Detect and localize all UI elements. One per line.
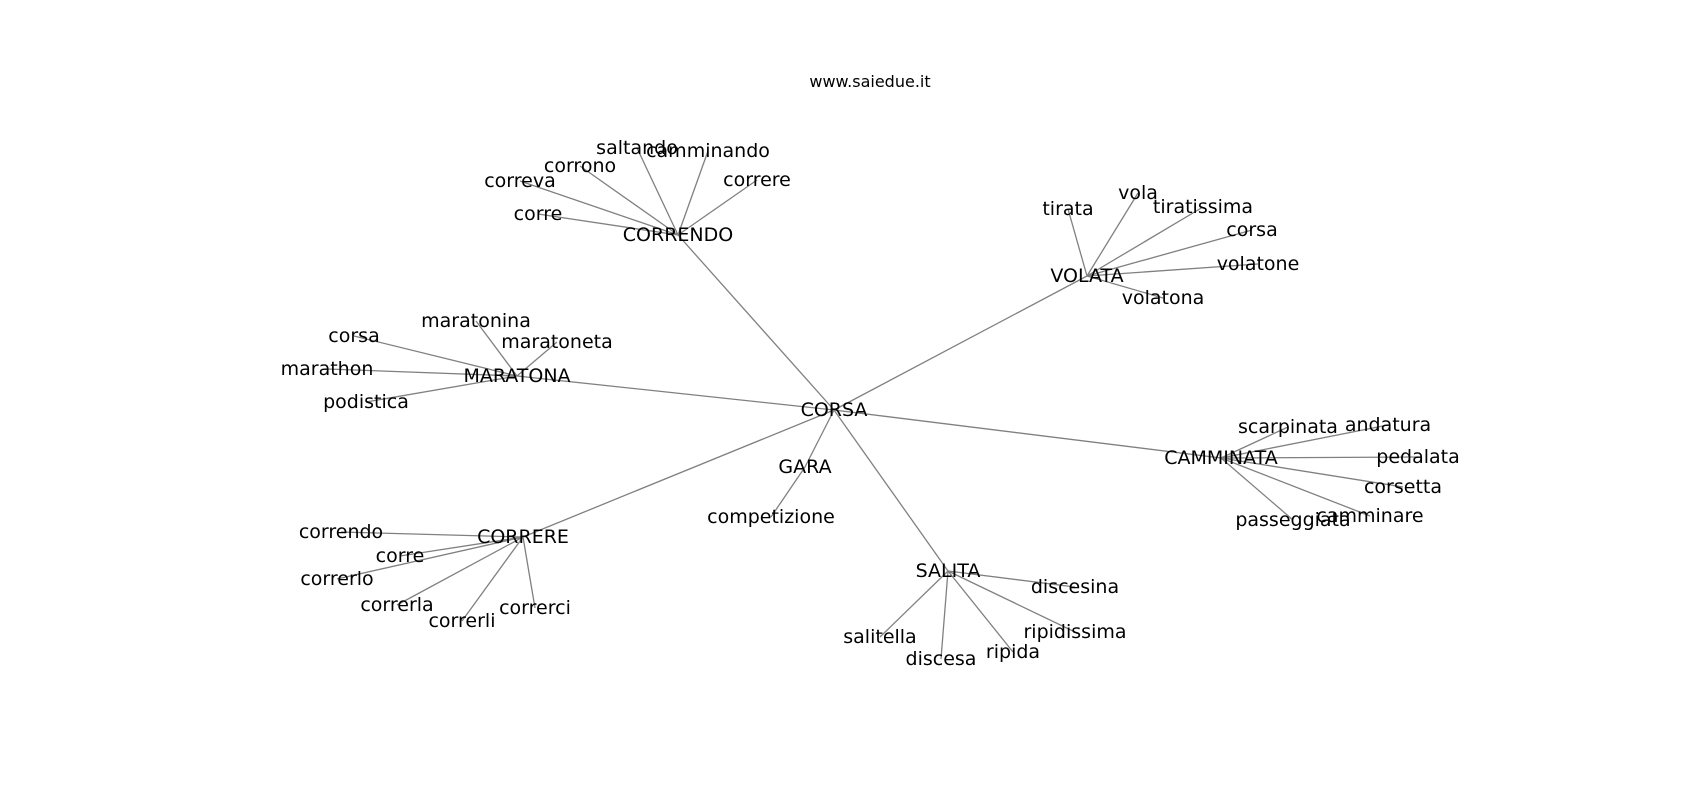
node-hub-salita: SALITA (916, 560, 981, 582)
node-leaf-correrli: correrli (428, 610, 495, 632)
node-leaf-andatura: andatura (1345, 414, 1431, 436)
node-hub-correre: CORRERE (477, 526, 569, 548)
node-leaf-correva: correva (484, 170, 556, 192)
edge-correre-correrci (522, 536, 536, 609)
labels-layer: CORSA CORRENDO corre correvacorronosaltando… (281, 137, 1460, 670)
edge-volata-volatone (1086, 263, 1259, 277)
node-leaf-camminare: camminare (1316, 505, 1423, 527)
edge-salita-discesa (940, 570, 949, 660)
node-leaf-scarpinata: scarpinata (1238, 416, 1338, 438)
edge-correndo-correre (677, 179, 758, 236)
node-leaf-correre: correre (723, 169, 791, 191)
edge-corsa-camminata (833, 409, 1222, 459)
edge-camminata-pedalata (1220, 456, 1419, 459)
node-hub-volata: VOLATA (1050, 265, 1123, 287)
edge-maratona-marathon (326, 368, 518, 377)
node-hub-camminata: CAMMINATA (1164, 447, 1278, 469)
node-leaf-corrono: corrono (544, 155, 616, 177)
edge-volata-tirata (1067, 208, 1088, 277)
node-leaf-volatone: volatone (1217, 253, 1300, 275)
edge-maratona-maratonina (475, 320, 518, 377)
node-leaf-competizione: competizione (707, 506, 835, 528)
edge-camminata-camminare (1220, 457, 1371, 517)
edge-camminata-scarpinata (1220, 426, 1289, 459)
edge-camminata-passeggiata (1220, 457, 1294, 521)
node-leaf-corsetta: corsetta (1364, 476, 1442, 498)
source-label: www.saiedue.it (809, 72, 931, 91)
node-leaf-maratonina: maratonina (421, 310, 531, 332)
node-leaf-discesa: discesa (906, 648, 977, 670)
node-hub-correndo: CORRENDO (623, 224, 733, 246)
edge-salita-salitella (879, 570, 949, 638)
node-leaf-salitella: salitella (843, 626, 916, 648)
edge-maratona-maratoneta (516, 341, 558, 377)
node-leaf-corre: corre (376, 545, 425, 567)
edge-correndo-correva (519, 180, 679, 236)
edge-correndo-corre (537, 213, 679, 236)
edge-salita-discesina (947, 570, 1076, 588)
node-leaf-corre: corre (514, 203, 563, 225)
edge-corsa-gara (804, 409, 835, 468)
edge-corsa-maratona (516, 375, 835, 411)
edge-corsa-correre (522, 409, 835, 538)
edge-maratona-corsa (353, 335, 518, 377)
node-leaf-discesina: discesina (1031, 576, 1119, 598)
node-leaf-correrci: correrci (499, 597, 571, 619)
edge-corsa-salita (833, 409, 949, 572)
node-leaf-camminando: camminando (646, 140, 770, 162)
edge-salita-ripida (947, 570, 1014, 653)
edge-correre-correndo (340, 531, 524, 538)
node-hub-gara: GARA (778, 456, 831, 478)
edge-correre-correrla (396, 536, 524, 606)
node-leaf-tirata: tirata (1042, 198, 1093, 220)
node-center-corsa: CORSA (801, 399, 868, 421)
node-leaf-passeggiata: passeggiata (1235, 509, 1350, 531)
node-leaf-correrla: correrla (360, 594, 433, 616)
node-leaf-corsa: corsa (328, 325, 379, 347)
node-leaf-volatona: volatona (1122, 287, 1205, 309)
edge-volata-corsa (1086, 229, 1253, 277)
edge-correndo-saltando (636, 147, 679, 236)
node-leaf-correrlo: correrlo (300, 568, 373, 590)
edge-volata-tiratissima (1086, 206, 1204, 277)
edge-correre-correrlo (336, 536, 524, 580)
edge-salita-ripidissima (947, 570, 1076, 633)
node-leaf-ripida: ripida (986, 641, 1040, 663)
node-leaf-tiratissima: tiratissima (1153, 196, 1253, 218)
edge-correre-corre (399, 536, 524, 557)
node-leaf-maratoneta: maratoneta (501, 331, 613, 353)
edge-correre-correrli (461, 536, 524, 622)
edges-layer (326, 147, 1419, 660)
edge-camminata-andatura (1220, 424, 1389, 459)
edge-corsa-volata (833, 275, 1088, 411)
node-leaf-podistica: podistica (323, 391, 409, 413)
node-leaf-pedalata: pedalata (1376, 446, 1459, 468)
node-leaf-ripidissima: ripidissima (1024, 621, 1127, 643)
node-leaf-marathon: marathon (281, 358, 374, 380)
edge-volata-volatona (1086, 275, 1164, 299)
node-leaf-corsa: corsa (1226, 219, 1277, 241)
edge-corsa-correndo (677, 234, 835, 411)
node-leaf-saltando: saltando (596, 137, 678, 159)
edge-volata-vola (1086, 192, 1139, 277)
edge-maratona-podistica (365, 375, 518, 403)
edge-correndo-camminando (677, 150, 709, 236)
node-leaf-correndo: correndo (299, 521, 383, 543)
node-leaf-vola: vola (1118, 182, 1158, 204)
node-hub-maratona: MARATONA (463, 365, 570, 387)
edge-gara-competizione (770, 466, 806, 518)
edge-camminata-corsetta (1220, 457, 1404, 488)
edge-correndo-corrono (579, 165, 679, 236)
